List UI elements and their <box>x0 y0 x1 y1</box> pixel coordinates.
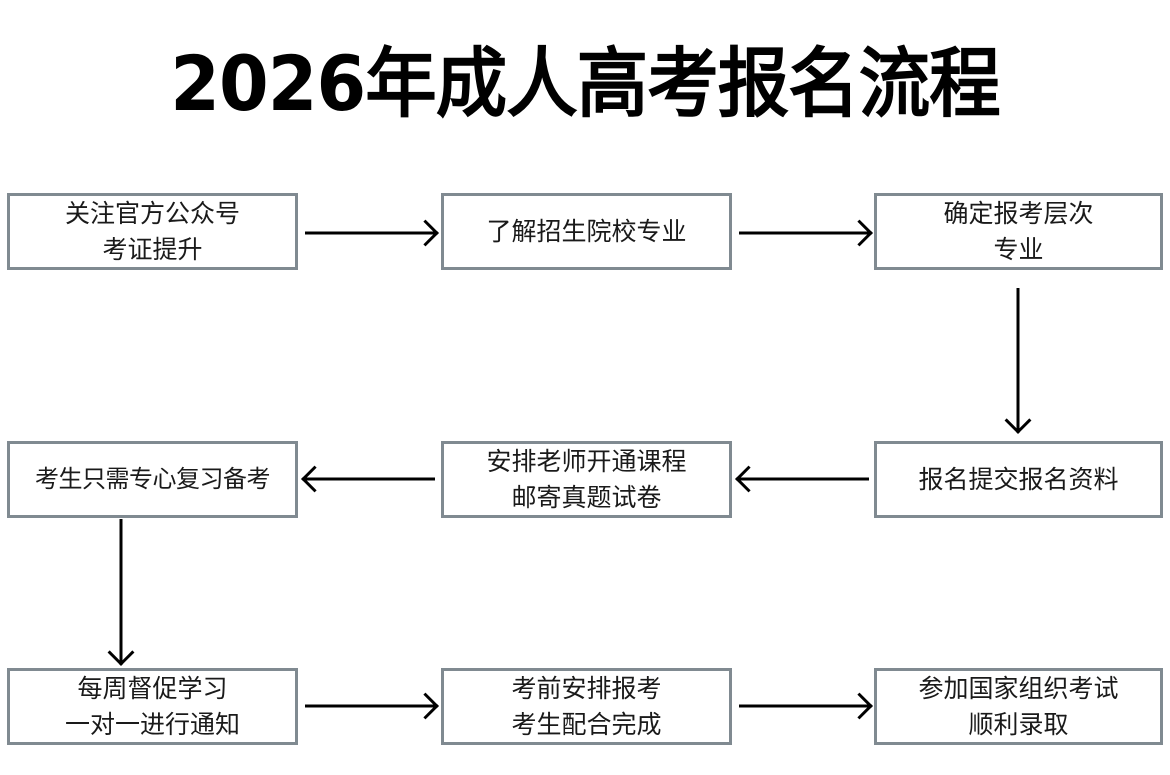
arrow-node-4-to-node-7 <box>101 519 141 666</box>
flow-node-2[interactable]: 了解招生院校专业 <box>441 193 732 270</box>
arrow-node-5-to-node-4 <box>301 461 435 497</box>
flow-node-1-line-1: 关注官方公众号 <box>64 199 240 228</box>
arrow-shaft <box>739 231 869 235</box>
arrowhead-right-icon <box>846 692 873 720</box>
flow-node-5-line-1: 安排老师开通课程 <box>486 447 687 476</box>
arrow-node-7-to-node-8 <box>305 688 439 724</box>
arrow-node-1-to-node-2 <box>305 215 439 251</box>
flow-node-4[interactable]: 考生只需专心复习备考 <box>7 441 298 518</box>
arrowhead-right-icon <box>846 219 873 247</box>
flow-node-1[interactable]: 关注官方公众号 考证提升 <box>7 193 298 270</box>
arrow-shaft <box>305 704 435 708</box>
flow-node-4-line-1: 考生只需专心复习备考 <box>35 465 271 493</box>
flow-node-1-line-2: 考证提升 <box>102 235 203 264</box>
arrowhead-left-icon <box>735 465 762 493</box>
arrowhead-right-icon <box>412 219 439 247</box>
flow-node-9-line-2: 顺利录取 <box>968 710 1069 739</box>
flow-node-3-line-1: 确定报考层次 <box>943 199 1094 228</box>
arrow-shaft <box>119 519 123 662</box>
flow-node-7-line-1: 每周督促学习 <box>77 674 228 703</box>
arrow-shaft <box>305 231 435 235</box>
flow-node-9[interactable]: 参加国家组织考试 顺利录取 <box>874 668 1163 745</box>
arrow-shaft <box>305 477 435 481</box>
arrow-node-8-to-node-9 <box>739 688 873 724</box>
flow-node-7-line-2: 一对一进行通知 <box>64 710 240 739</box>
arrowhead-down-icon <box>1004 407 1032 434</box>
arrowhead-down-icon <box>107 639 135 666</box>
flow-node-5-line-2: 邮寄真题试卷 <box>511 483 662 512</box>
flow-node-3-line-2: 专业 <box>993 235 1044 264</box>
flow-node-8-line-2: 考生配合完成 <box>511 710 662 739</box>
arrow-node-6-to-node-5 <box>735 461 869 497</box>
flow-node-8-line-1: 考前安排报考 <box>511 674 662 703</box>
flow-node-3[interactable]: 确定报考层次 专业 <box>874 193 1163 270</box>
arrow-shaft <box>739 477 869 481</box>
flow-node-2-line-1: 了解招生院校专业 <box>486 217 687 246</box>
flow-node-5[interactable]: 安排老师开通课程 邮寄真题试卷 <box>441 441 732 518</box>
flow-node-8[interactable]: 考前安排报考 考生配合完成 <box>441 668 732 745</box>
arrow-node-2-to-node-3 <box>739 215 873 251</box>
page-title: 2026年成人高考报名流程 <box>170 39 1001 128</box>
flow-node-6-line-1: 报名提交报名资料 <box>918 465 1119 494</box>
flow-node-6[interactable]: 报名提交报名资料 <box>874 441 1163 518</box>
flow-node-7[interactable]: 每周督促学习 一对一进行通知 <box>7 668 298 745</box>
arrowhead-right-icon <box>412 692 439 720</box>
arrow-shaft <box>739 704 869 708</box>
arrowhead-left-icon <box>301 465 328 493</box>
arrow-node-3-to-node-6 <box>998 288 1038 434</box>
arrow-shaft <box>1016 288 1020 430</box>
flow-node-9-line-1: 参加国家组织考试 <box>918 674 1119 703</box>
